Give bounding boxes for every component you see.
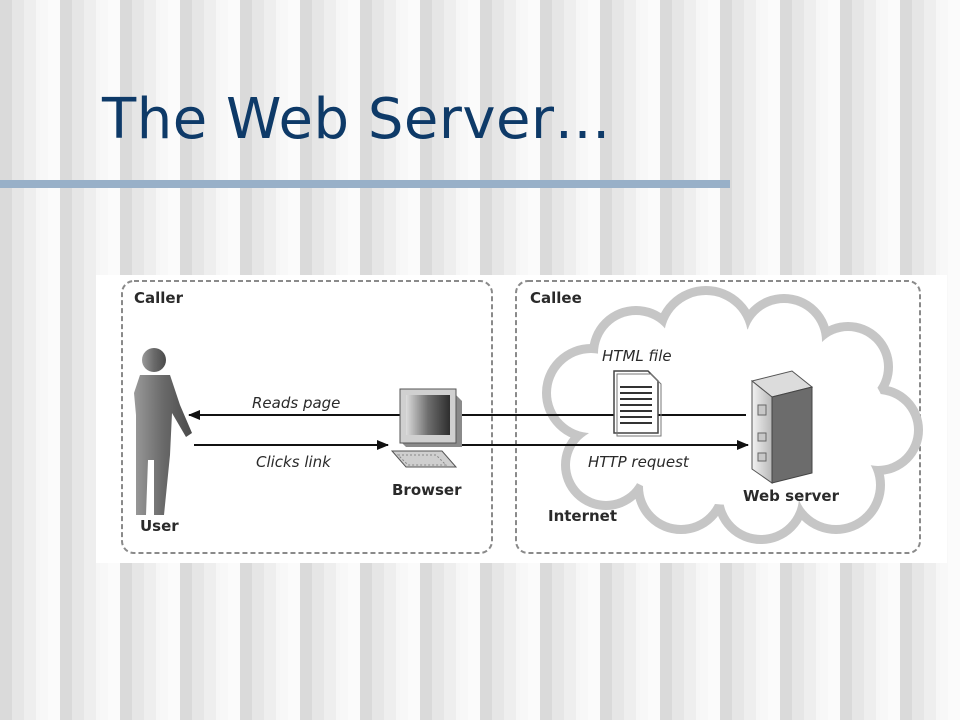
clicks-link-label: Clicks link <box>256 453 332 471</box>
web-server-diagram: Caller Callee <box>96 275 947 563</box>
slide-title: The Web Server… <box>102 87 611 152</box>
html-file-label: HTML file <box>602 347 672 365</box>
title-underline <box>0 180 730 188</box>
caller-label: Caller <box>134 289 184 307</box>
user-icon: User <box>134 348 192 535</box>
html-file-icon: HTML file <box>602 347 672 437</box>
web-server-label: Web server <box>743 487 840 505</box>
user-label: User <box>140 517 179 535</box>
reads-page-label: Reads page <box>252 394 340 412</box>
http-request-label: HTTP request <box>588 453 690 471</box>
browser-icon: Browser <box>390 388 462 499</box>
caller-region: Caller <box>121 280 493 554</box>
internet-label: Internet <box>548 507 617 525</box>
web-server-icon: Web server <box>743 370 840 505</box>
browser-label: Browser <box>392 481 462 499</box>
callee-label: Callee <box>530 289 582 307</box>
